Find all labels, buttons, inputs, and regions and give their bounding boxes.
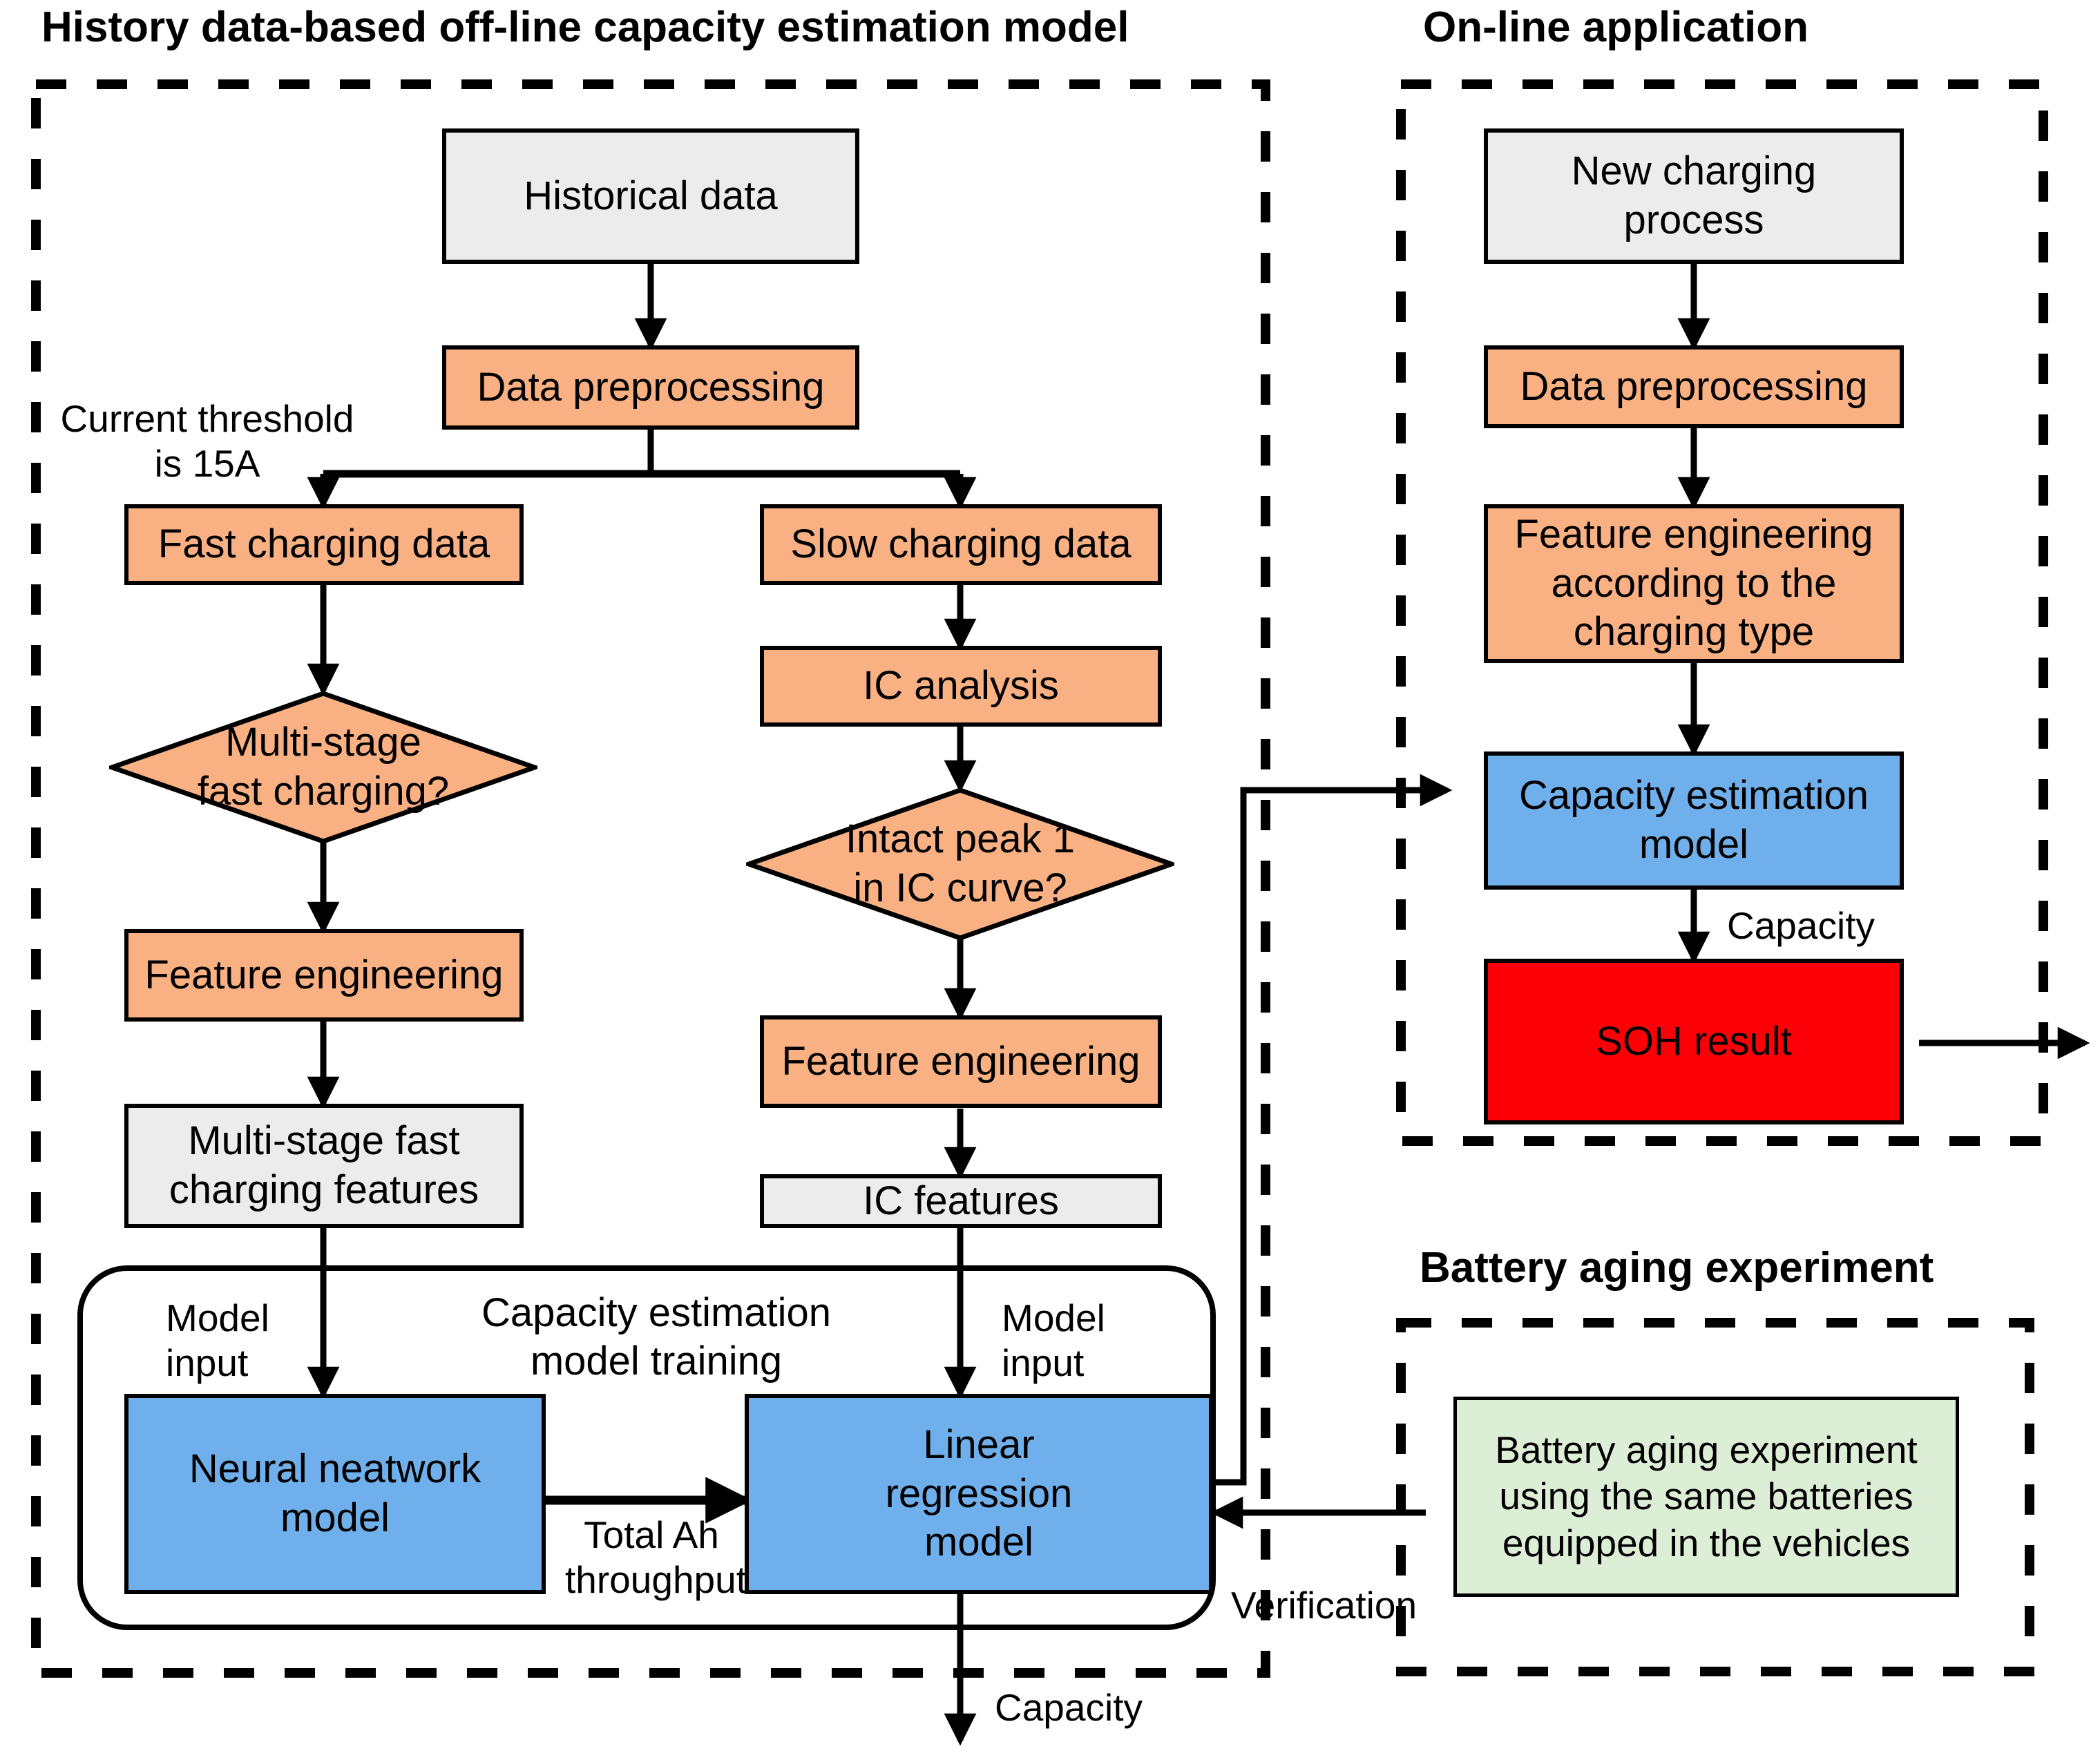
node-slow-charging-data[interactable]: Slow charging data (760, 504, 1162, 585)
node-battery-aging-experiment[interactable]: Battery aging experiment using the same … (1453, 1397, 1959, 1597)
node-soh-result[interactable]: SOH result (1484, 959, 1904, 1124)
node-neural-network-model[interactable]: Neural neatwork model (124, 1394, 546, 1594)
node-ic-features[interactable]: IC features (760, 1174, 1162, 1228)
decision-multi-stage-label: Multi-stage fast charging? (197, 720, 450, 814)
node-feature-engineering-online[interactable]: Feature engineering according to the cha… (1484, 504, 1904, 663)
node-linear-regression-model[interactable]: Linear regression model (745, 1394, 1213, 1594)
section-title-offline: History data-based off-line capacity est… (41, 3, 1129, 51)
node-data-preprocessing-offline[interactable]: Data preprocessing (442, 345, 859, 430)
label-verification: Verification (1231, 1584, 1418, 1627)
node-new-charging-process[interactable]: New charging process (1484, 128, 1904, 264)
node-fast-charging-data[interactable]: Fast charging data (124, 504, 524, 585)
label-capacity-online: Capacity (1727, 904, 1875, 947)
decision-intact-peak[interactable]: Intact peak 1 in IC curve? (746, 787, 1174, 941)
node-ic-analysis[interactable]: IC analysis (760, 646, 1162, 727)
section-title-aging: Battery aging experiment (1420, 1244, 1934, 1292)
label-current-threshold: Current threshold is 15A (60, 397, 354, 485)
node-capacity-estimation-model[interactable]: Capacity estimation model (1484, 751, 1904, 890)
decision-intact-peak-label: Intact peak 1 in IC curve? (845, 816, 1076, 910)
node-data-preprocessing-online[interactable]: Data preprocessing (1484, 345, 1904, 428)
node-historical-data[interactable]: Historical data (442, 128, 859, 264)
section-title-online: On-line application (1423, 3, 1809, 51)
node-feature-engineering-fast[interactable]: Feature engineering (124, 929, 524, 1022)
label-model-input-right: Model input (1002, 1296, 1105, 1384)
label-total-ah-throughput: Total Ah throughput (565, 1513, 747, 1601)
label-model-input-left: Model input (166, 1296, 269, 1384)
label-training-group: Capacity estimation model training (481, 1290, 832, 1383)
decision-multi-stage-fast-charging[interactable]: Multi-stage fast charging? (109, 691, 537, 844)
node-feature-engineering-slow[interactable]: Feature engineering (760, 1015, 1162, 1108)
label-capacity-output: Capacity (995, 1686, 1143, 1729)
node-multi-stage-features[interactable]: Multi-stage fast charging features (124, 1104, 524, 1228)
